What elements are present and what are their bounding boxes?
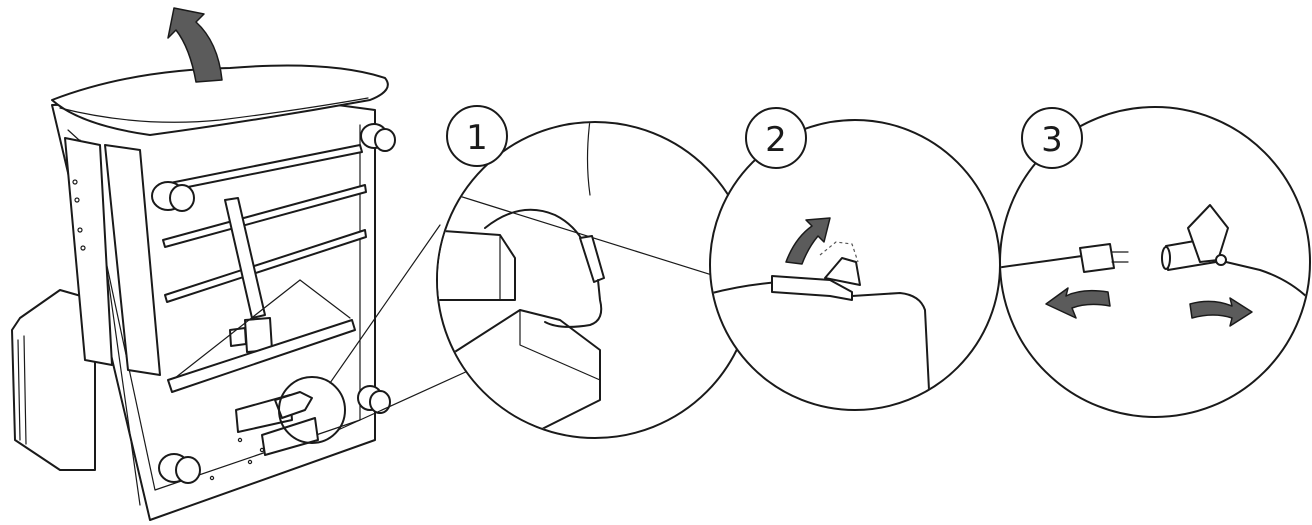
step-2-number: 2 — [765, 120, 787, 160]
step-3-number: 3 — [1041, 120, 1063, 160]
step-2-detail: 2 — [705, 108, 1000, 410]
chair-foot — [152, 182, 194, 211]
step-1-number: 1 — [466, 118, 488, 158]
chair-foot — [159, 454, 200, 483]
step-3-detail: 3 — [995, 107, 1310, 417]
chair-illustration — [12, 66, 470, 520]
